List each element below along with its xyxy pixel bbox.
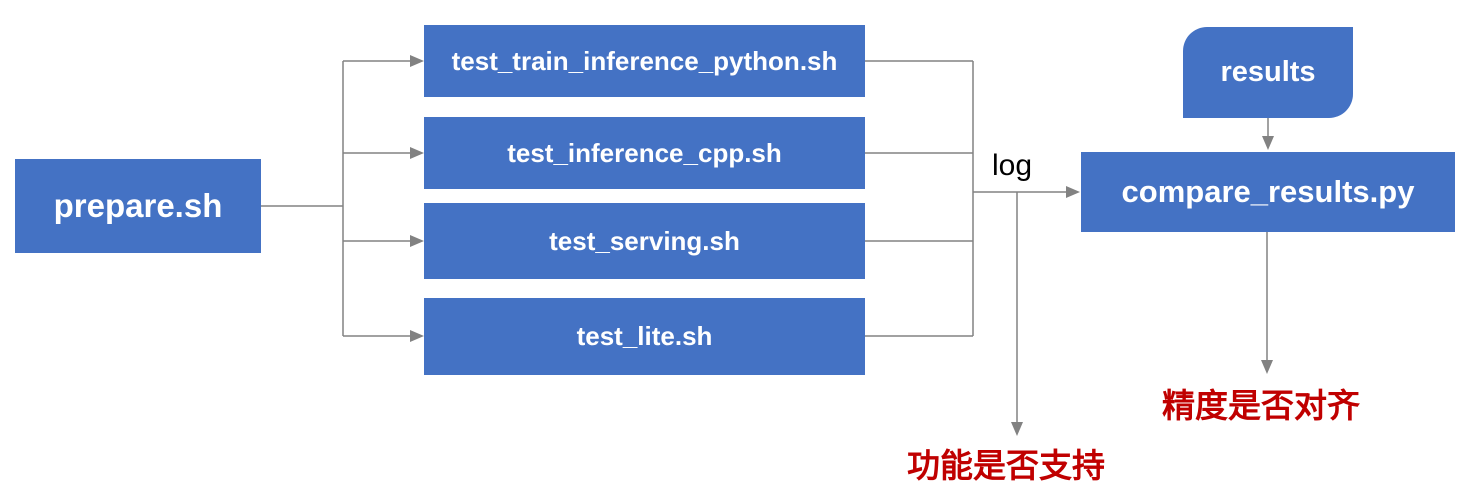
node-test-serving-label: test_serving.sh xyxy=(549,225,740,256)
annotation-accuracy-aligned: 精度是否对齐 xyxy=(1130,384,1392,424)
arrowhead-results-to-compare xyxy=(1262,136,1274,150)
node-test-inference-cpp-label: test_inference_cpp.sh xyxy=(507,137,782,168)
arrowhead-accuracy xyxy=(1261,360,1273,374)
arrowhead-compare xyxy=(1066,186,1080,198)
annotation-functionality-supported: 功能是否支持 xyxy=(875,444,1137,484)
arrowhead-test-4 xyxy=(410,330,424,342)
node-test-lite-label: test_lite.sh xyxy=(576,321,713,352)
arrowhead-test-3 xyxy=(410,235,424,247)
node-compare-results-py: compare_results.py xyxy=(1081,152,1455,232)
node-prepare-sh-label: prepare.sh xyxy=(53,186,223,224)
node-test-train-inference-python: test_train_inference_python.sh xyxy=(424,25,865,97)
annotation-accuracy-aligned-text: 精度是否对齐 xyxy=(1162,387,1360,424)
arrowhead-test-1 xyxy=(410,55,424,67)
node-results: results xyxy=(1183,27,1353,118)
node-test-inference-cpp: test_inference_cpp.sh xyxy=(424,117,865,189)
node-test-lite: test_lite.sh xyxy=(424,298,865,375)
node-test-train-inference-python-label: test_train_inference_python.sh xyxy=(451,45,838,76)
node-compare-results-py-label: compare_results.py xyxy=(1121,173,1415,209)
node-test-serving: test_serving.sh xyxy=(424,203,865,279)
arrowhead-functionality xyxy=(1011,422,1023,436)
node-results-label: results xyxy=(1220,55,1316,88)
edge-label-log-text: log xyxy=(991,148,1033,182)
arrowhead-test-2 xyxy=(410,147,424,159)
annotation-functionality-supported-text: 功能是否支持 xyxy=(907,447,1105,484)
edge-label-log: log xyxy=(971,149,1053,182)
node-prepare-sh: prepare.sh xyxy=(15,159,261,253)
